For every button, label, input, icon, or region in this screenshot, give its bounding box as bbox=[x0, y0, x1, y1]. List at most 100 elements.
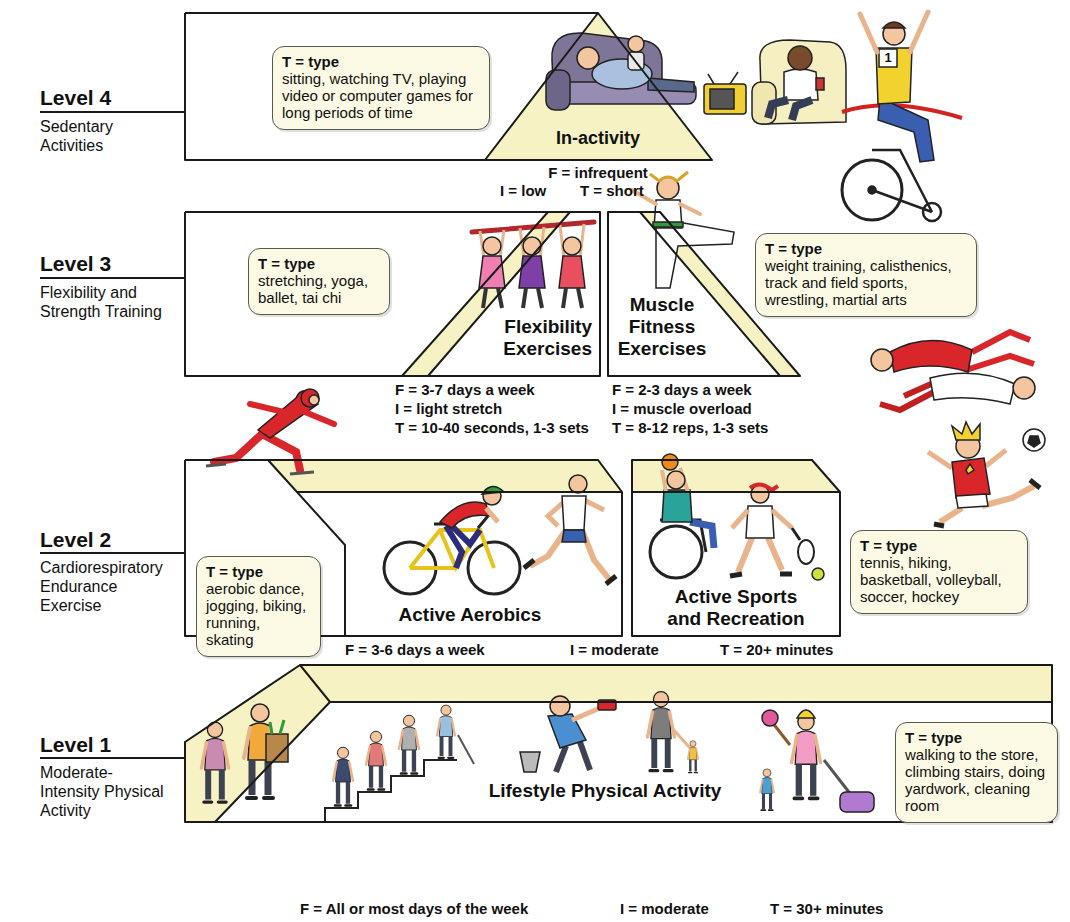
label-slot: F = infrequent bbox=[498, 164, 698, 181]
sports-block: Active Sports and Recreation bbox=[632, 460, 840, 636]
level-band: Level 3 Flexibility and Strength Training… bbox=[30, 208, 980, 380]
lifestyle-figures bbox=[772, 722, 790, 745]
callout-heading: T = type bbox=[905, 729, 1048, 746]
wheelchair-racer bbox=[878, 98, 934, 162]
wrestler-figures bbox=[966, 332, 1034, 370]
label-slot: I = moderate bbox=[570, 641, 659, 658]
armchair-figure bbox=[752, 40, 846, 124]
stretching-figures bbox=[480, 230, 504, 258]
armchair-figure bbox=[784, 69, 818, 100]
couch-figures bbox=[577, 47, 599, 69]
wheelchair-racer bbox=[842, 12, 962, 221]
level-heading: Level 3 bbox=[40, 252, 180, 276]
wrestler-figures bbox=[871, 332, 1035, 410]
skater-figure bbox=[214, 434, 300, 470]
level-description: Flexibility and Strength Training bbox=[40, 283, 180, 321]
cyclist-figure bbox=[440, 502, 490, 528]
stretching-figures bbox=[563, 288, 582, 308]
lifestyle-figures bbox=[520, 696, 616, 772]
callout-heading: T = type bbox=[765, 240, 967, 257]
wheelchair-racer bbox=[883, 22, 905, 28]
wheelchair-player bbox=[662, 468, 688, 492]
outline-path bbox=[485, 13, 712, 160]
level-band: Level 4 Sedentary Activities T = typesitti… bbox=[30, 8, 720, 164]
outline-path bbox=[268, 460, 622, 636]
outline-path bbox=[40, 757, 185, 759]
level-heading: Level 2 bbox=[40, 528, 180, 552]
lifestyle-figures bbox=[270, 720, 284, 734]
cyclist-figure bbox=[446, 524, 480, 568]
fit-label: T = short bbox=[580, 182, 644, 199]
lifestyle-figures bbox=[797, 710, 815, 718]
activity-title: Flexibility Exercises bbox=[470, 316, 592, 360]
soccer-figure bbox=[1023, 429, 1045, 451]
lifestyle-figures bbox=[399, 715, 419, 773]
fit-label: I = light stretch bbox=[395, 400, 502, 417]
bib-number: 1 bbox=[788, 49, 988, 67]
lifestyle-figures bbox=[762, 710, 778, 726]
wheelchair-player bbox=[650, 454, 714, 578]
stretching-figures bbox=[479, 256, 505, 288]
runner-figure bbox=[530, 530, 610, 580]
lifestyle-figures bbox=[760, 769, 774, 810]
aerobics-block: Active Aerobics bbox=[268, 460, 622, 636]
fit-label: T = 8-12 reps, 1-3 sets bbox=[612, 419, 768, 436]
text-slot: Level 2 bbox=[40, 528, 180, 552]
activity-title: Active Sports and Recreation bbox=[661, 586, 811, 630]
callout-text: stretching, yoga, ballet, tai chi bbox=[258, 272, 380, 306]
lifestyle-figures bbox=[672, 728, 690, 748]
fit-label: I = moderate bbox=[570, 641, 659, 658]
skater-figure bbox=[301, 389, 319, 407]
callout-heading: T = type bbox=[258, 255, 380, 272]
text-slot: Sedentary Activities bbox=[40, 117, 176, 155]
wheelchair-player bbox=[662, 454, 678, 470]
karate-figure bbox=[656, 222, 734, 288]
fit-label: T = 10-40 seconds, 1-3 sets bbox=[395, 419, 589, 436]
cyclist-figure bbox=[384, 486, 520, 594]
tennis-figure bbox=[732, 510, 792, 528]
armchair-figure bbox=[788, 46, 812, 70]
flexibility-block: Flexibility Exercises bbox=[402, 212, 600, 376]
fit-label: F = 3-6 days a week bbox=[345, 641, 485, 658]
wheelchair-player bbox=[690, 522, 714, 548]
karate-figure bbox=[654, 200, 682, 228]
stretching-figures bbox=[563, 237, 581, 255]
lifestyle-figures bbox=[648, 692, 675, 771]
text-slot: Flexibility Exercises bbox=[470, 316, 592, 360]
wrestler-figures bbox=[871, 349, 893, 371]
callout-heading: T = type bbox=[860, 537, 1018, 554]
callout-text: sitting, watching TV, playing video or c… bbox=[282, 70, 480, 121]
stretching-figures bbox=[483, 288, 502, 308]
fit-label: F = 2-3 days a week bbox=[612, 381, 752, 398]
type-callout: T = typeweight training, calisthenics, t… bbox=[755, 233, 977, 317]
type-callout: T = typesitting, watching TV, playing vi… bbox=[272, 46, 490, 130]
text-slot: Muscle Fitness Exercises bbox=[606, 294, 718, 360]
label-slot: F = All or most days of the week bbox=[300, 900, 528, 917]
activity-title: Active Aerobics bbox=[380, 604, 560, 626]
lifestyle-figures bbox=[458, 735, 474, 764]
tv-set bbox=[710, 89, 734, 109]
karate-figure bbox=[650, 172, 688, 182]
wheelchair-racer bbox=[860, 12, 928, 52]
text-slot: Active Aerobics bbox=[380, 604, 560, 626]
label-slot: I = low bbox=[500, 182, 546, 199]
armchair-figure bbox=[816, 78, 824, 90]
tennis-figure bbox=[738, 538, 782, 572]
wrestler-figures bbox=[890, 340, 972, 372]
outline-path bbox=[402, 212, 600, 376]
wrestler-figures bbox=[1013, 377, 1035, 399]
level-heading: Level 4 bbox=[40, 86, 180, 110]
level-description: Cardiorespiratory Endurance Exercise bbox=[40, 558, 180, 615]
stretching-figures bbox=[523, 288, 542, 308]
soccer-figure bbox=[1028, 436, 1040, 447]
stretching-figures bbox=[483, 237, 501, 255]
lifestyle-figures bbox=[688, 741, 699, 773]
stretching-figures bbox=[472, 222, 594, 308]
wheelchair-player bbox=[667, 471, 685, 489]
level-description: Moderate-Intensity Physical Activity bbox=[40, 763, 172, 820]
pyramid-face bbox=[300, 665, 1052, 702]
wheelchair-racer bbox=[876, 48, 912, 104]
cyclist-figure bbox=[486, 508, 498, 522]
tennis-figure bbox=[798, 540, 814, 564]
